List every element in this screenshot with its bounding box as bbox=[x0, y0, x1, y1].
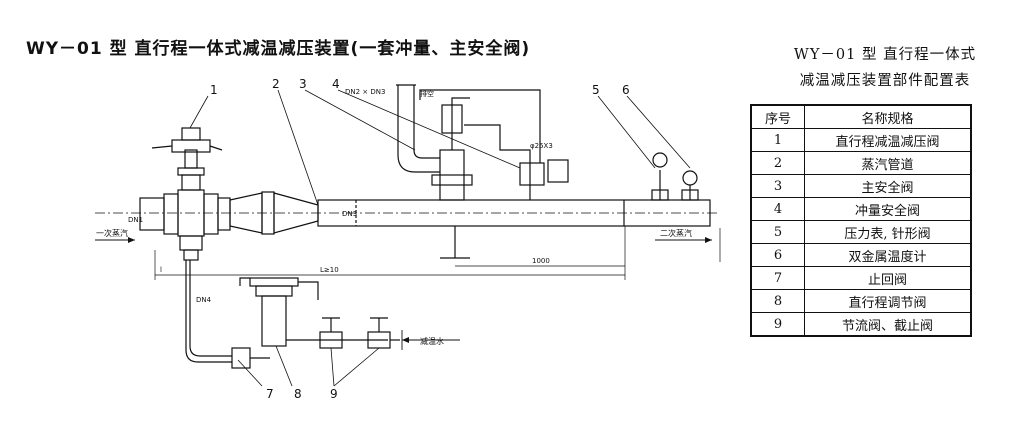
label-vent: 排空 bbox=[420, 89, 434, 98]
row-name: 直行程减温减压阀 bbox=[804, 128, 972, 152]
row-no: 2 bbox=[750, 151, 805, 175]
table-title-line-2: 减温减压装置部件配置表 bbox=[799, 73, 971, 89]
callout-3: 3 bbox=[299, 77, 307, 91]
table-header-row: 序号 名称规格 bbox=[750, 104, 972, 129]
label-primary-steam: 一次蒸汽 bbox=[96, 228, 128, 238]
piping-diagram: 1 2 3 4 5 6 7 8 9 一次蒸汽 二次蒸汽 减温水 排空 DN2 ×… bbox=[95, 77, 721, 401]
row-no: 5 bbox=[750, 220, 805, 244]
row-name: 主安全阀 bbox=[804, 174, 972, 198]
callout-2: 2 bbox=[272, 77, 280, 91]
callout-8: 8 bbox=[294, 387, 302, 401]
row-name: 压力表, 针形阀 bbox=[804, 220, 972, 244]
callout-6: 6 bbox=[622, 83, 630, 97]
label-gauge-size: φ25X3 bbox=[530, 142, 553, 150]
row-name: 止回阀 bbox=[804, 266, 972, 290]
row-name: 蒸汽管道 bbox=[804, 151, 972, 175]
page-title: WY－01 型 直行程一体式减温减压装置(一套冲量、主安全阀) bbox=[26, 39, 531, 59]
label-dim-l1: l bbox=[160, 266, 162, 274]
row-no: 4 bbox=[750, 197, 805, 221]
row-no: 9 bbox=[750, 312, 805, 337]
row-name: 冲量安全阀 bbox=[804, 197, 972, 221]
callout-4: 4 bbox=[332, 77, 340, 91]
header-no: 序号 bbox=[750, 104, 805, 129]
label-dn1: DN1 bbox=[128, 216, 143, 224]
row-no: 8 bbox=[750, 289, 805, 313]
label-dn4: DN4 bbox=[196, 296, 212, 304]
table-title-line-1: WY－01 型 直行程一体式 bbox=[793, 47, 977, 63]
row-no: 6 bbox=[750, 243, 805, 267]
row-name: 双金属温度计 bbox=[804, 243, 972, 267]
callout-5: 5 bbox=[592, 83, 600, 97]
callout-9: 9 bbox=[330, 387, 338, 401]
table-title: WY－01 型 直行程一体式 减温减压装置部件配置表 bbox=[760, 42, 1010, 94]
label-dim-l: L≥10 bbox=[320, 266, 339, 274]
label-dn2-dn3: DN2 × DN3 bbox=[345, 88, 385, 96]
row-name: 节流阀、截止阀 bbox=[804, 312, 972, 337]
header-name: 名称规格 bbox=[804, 104, 972, 129]
label-dn3: DN3 bbox=[342, 210, 357, 218]
row-no: 7 bbox=[750, 266, 805, 290]
label-dim-1000: 1000 bbox=[532, 257, 550, 265]
label-secondary-steam: 二次蒸汽 bbox=[660, 228, 692, 238]
callout-1: 1 bbox=[210, 83, 218, 97]
callout-7: 7 bbox=[266, 387, 274, 401]
row-no: 3 bbox=[750, 174, 805, 198]
row-no: 1 bbox=[750, 128, 805, 152]
label-desuperheat-water: 减温水 bbox=[420, 336, 444, 346]
row-name: 直行程调节阀 bbox=[804, 289, 972, 313]
